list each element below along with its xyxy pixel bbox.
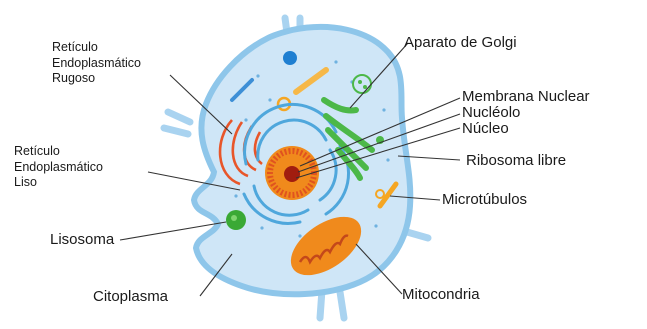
- label-microtubules: Microtúbulos: [442, 191, 527, 210]
- label-smooth-er: Retículo Endoplasmático Liso: [14, 144, 103, 191]
- label-cytoplasm: Citoplasma: [93, 288, 168, 307]
- label-lysosome: Lisosoma: [50, 231, 114, 250]
- label-free-ribosome: Ribosoma libre: [466, 152, 566, 171]
- vesicle-blue: [283, 51, 297, 65]
- nucleolus: [284, 166, 300, 182]
- label-nucleus: Núcleo: [462, 120, 509, 139]
- label-rough-er: Retículo Endoplasmático Rugoso: [52, 40, 141, 87]
- label-golgi: Aparato de Golgi: [404, 34, 517, 53]
- label-mitochondria: Mitocondria: [402, 286, 480, 305]
